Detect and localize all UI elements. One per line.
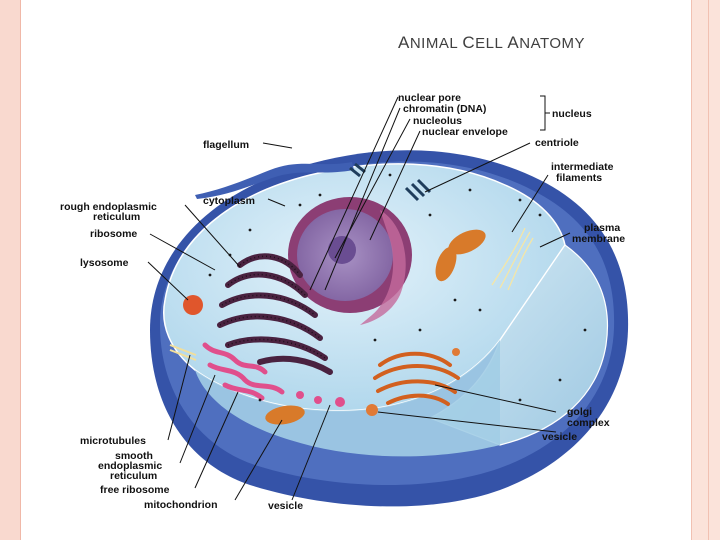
label-vesicle-bottom: vesicle xyxy=(268,500,303,512)
vesicle xyxy=(452,348,460,356)
label-filaments: filaments xyxy=(556,172,602,184)
label-lysosome: lysosome xyxy=(80,257,129,269)
label-vesicle: vesicle xyxy=(542,431,577,443)
label-centriole: centriole xyxy=(535,137,579,149)
label-mitochondrion: mitochondrion xyxy=(144,499,218,511)
label-chromatin: chromatin (DNA) xyxy=(403,103,486,115)
label-cytoplasm: cytoplasm xyxy=(203,195,255,207)
label-reticulum: reticulum xyxy=(93,211,140,223)
label-microtubules: microtubules xyxy=(80,435,146,447)
label-complex: complex xyxy=(567,417,610,429)
label-membrane: membrane xyxy=(572,233,625,245)
label-free-ribosome: free ribosome xyxy=(100,484,170,496)
label-nuclear-envelope: nuclear envelope xyxy=(422,126,508,138)
label-ribosome: ribosome xyxy=(90,228,137,240)
vesicle xyxy=(366,404,378,416)
label-nucleus: nucleus xyxy=(552,108,592,120)
label-flagellum: flagellum xyxy=(203,139,249,151)
label-reticulum-smooth: reticulum xyxy=(110,470,157,482)
